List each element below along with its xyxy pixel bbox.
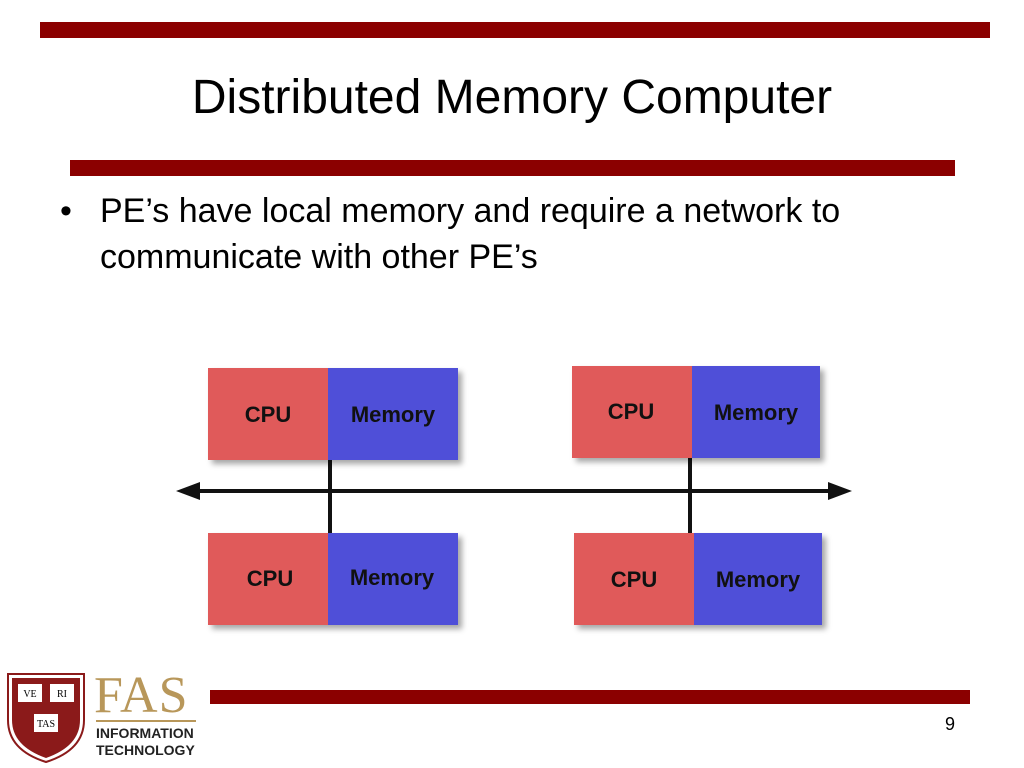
fas-underline (96, 720, 196, 722)
footer-accent-bar (210, 690, 970, 704)
bullet-marker: • (60, 192, 72, 230)
cpu-label: CPU (611, 567, 657, 592)
memory-block (328, 368, 458, 460)
processing-element-top-right (572, 366, 820, 458)
cpu-block (572, 366, 692, 458)
memory-label: Memory (351, 402, 436, 427)
network-arrow-right (828, 482, 852, 500)
memory-block (694, 533, 822, 625)
memory-label: Memory (714, 400, 799, 425)
cpu-label: CPU (247, 566, 293, 591)
processing-element-top-left (208, 368, 458, 460)
bullet-text: PE’s have local memory and require a net… (100, 192, 841, 276)
cpu-label: CPU (245, 402, 291, 427)
title-underline-bar (70, 160, 955, 176)
cpu-block (208, 368, 328, 460)
top-accent-bar (40, 22, 990, 38)
slide-title: Distributed Memory Computer (191, 71, 833, 124)
cpu-label: CPU (608, 399, 654, 424)
network-arrow-left (176, 482, 200, 500)
processing-element-bottom-left (208, 533, 458, 625)
harvard-shield-logo: VE RI TAS (7, 673, 85, 764)
memory-block (692, 366, 820, 458)
cpu-block (574, 533, 694, 625)
svg-text:VE: VE (23, 689, 36, 700)
svg-text:TAS: TAS (37, 719, 55, 730)
logo-subtitle-line1: INFORMATION (96, 725, 194, 741)
svg-text:RI: RI (57, 689, 67, 700)
memory-label: Memory (350, 565, 435, 590)
processing-element-bottom-right (574, 533, 822, 625)
page-number: 9 (944, 714, 955, 734)
memory-block (328, 533, 458, 625)
cpu-block (208, 533, 328, 625)
memory-label: Memory (716, 567, 801, 592)
fas-wordmark: FAS (94, 667, 189, 724)
logo-subtitle-line2: TECHNOLOGY (96, 742, 195, 758)
